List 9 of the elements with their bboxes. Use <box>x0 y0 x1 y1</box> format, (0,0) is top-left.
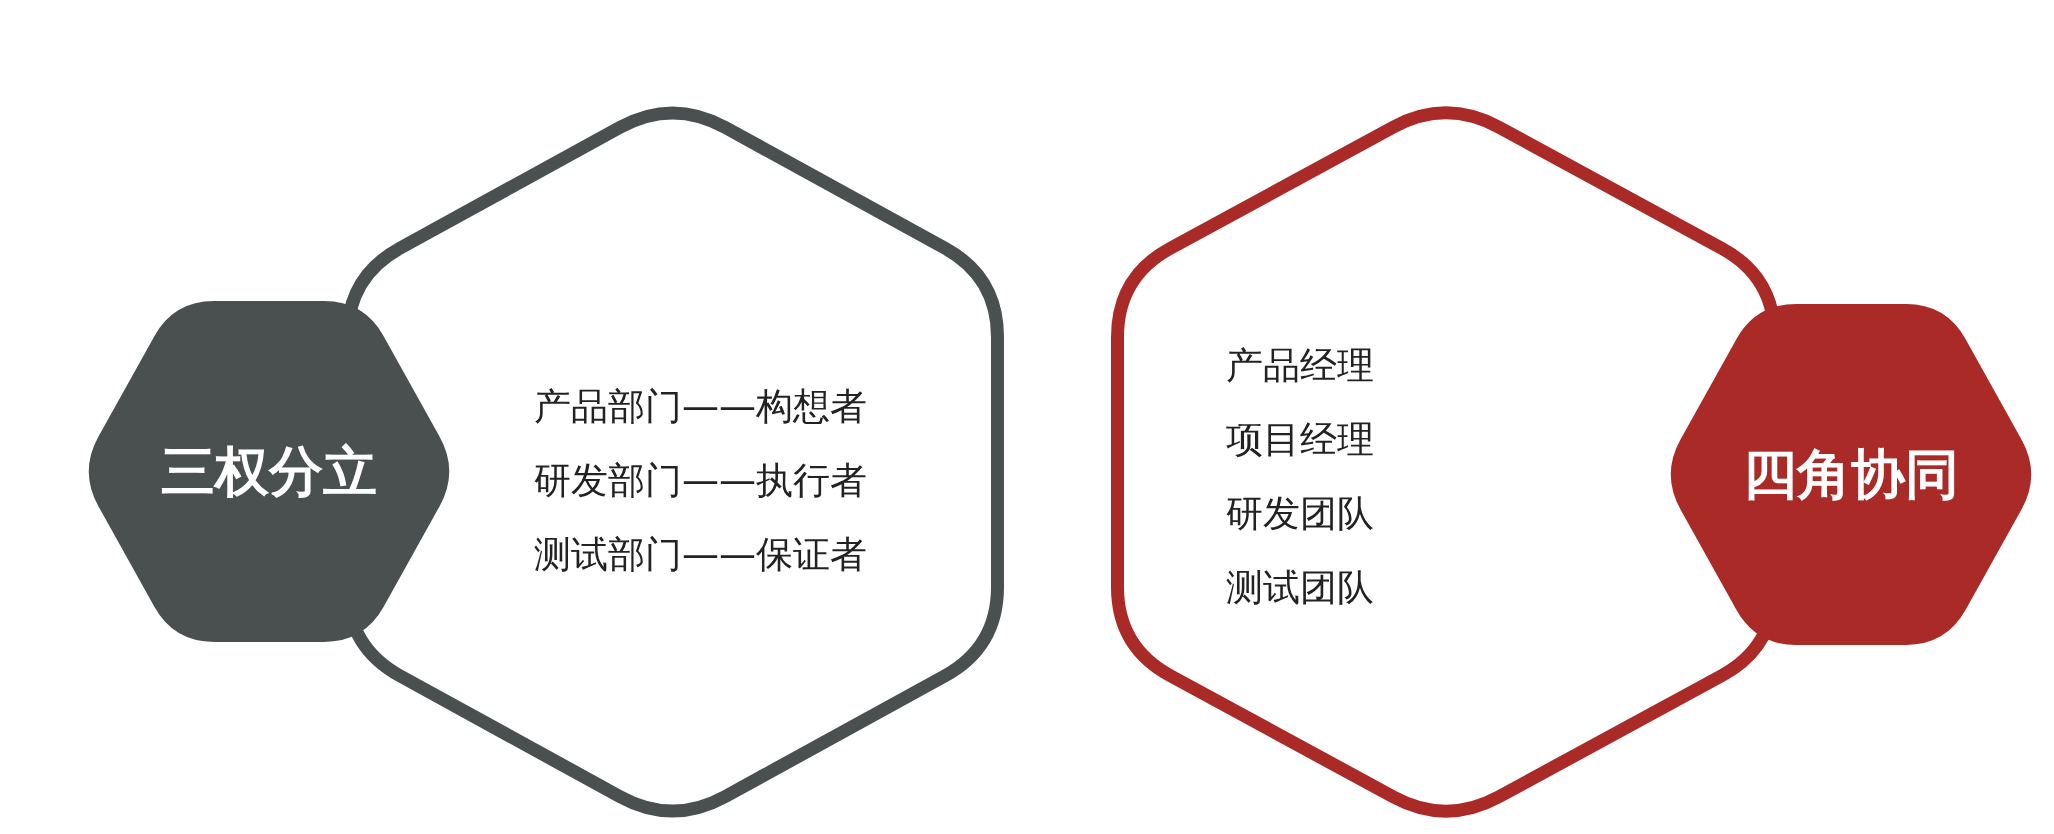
title-text: 三权分立 <box>161 444 377 499</box>
list-item: 项目经理 <box>1226 421 1374 458</box>
title-text: 四角协同 <box>1743 447 1959 502</box>
list-item: 研发部门——执行者 <box>534 462 867 499</box>
list-item: 测试团队 <box>1226 569 1374 606</box>
list-item: 产品部门——构想者 <box>534 388 867 425</box>
list-item: 研发团队 <box>1226 495 1374 532</box>
list-item: 测试部门——保证者 <box>534 536 867 573</box>
list-item: 产品经理 <box>1226 347 1374 384</box>
